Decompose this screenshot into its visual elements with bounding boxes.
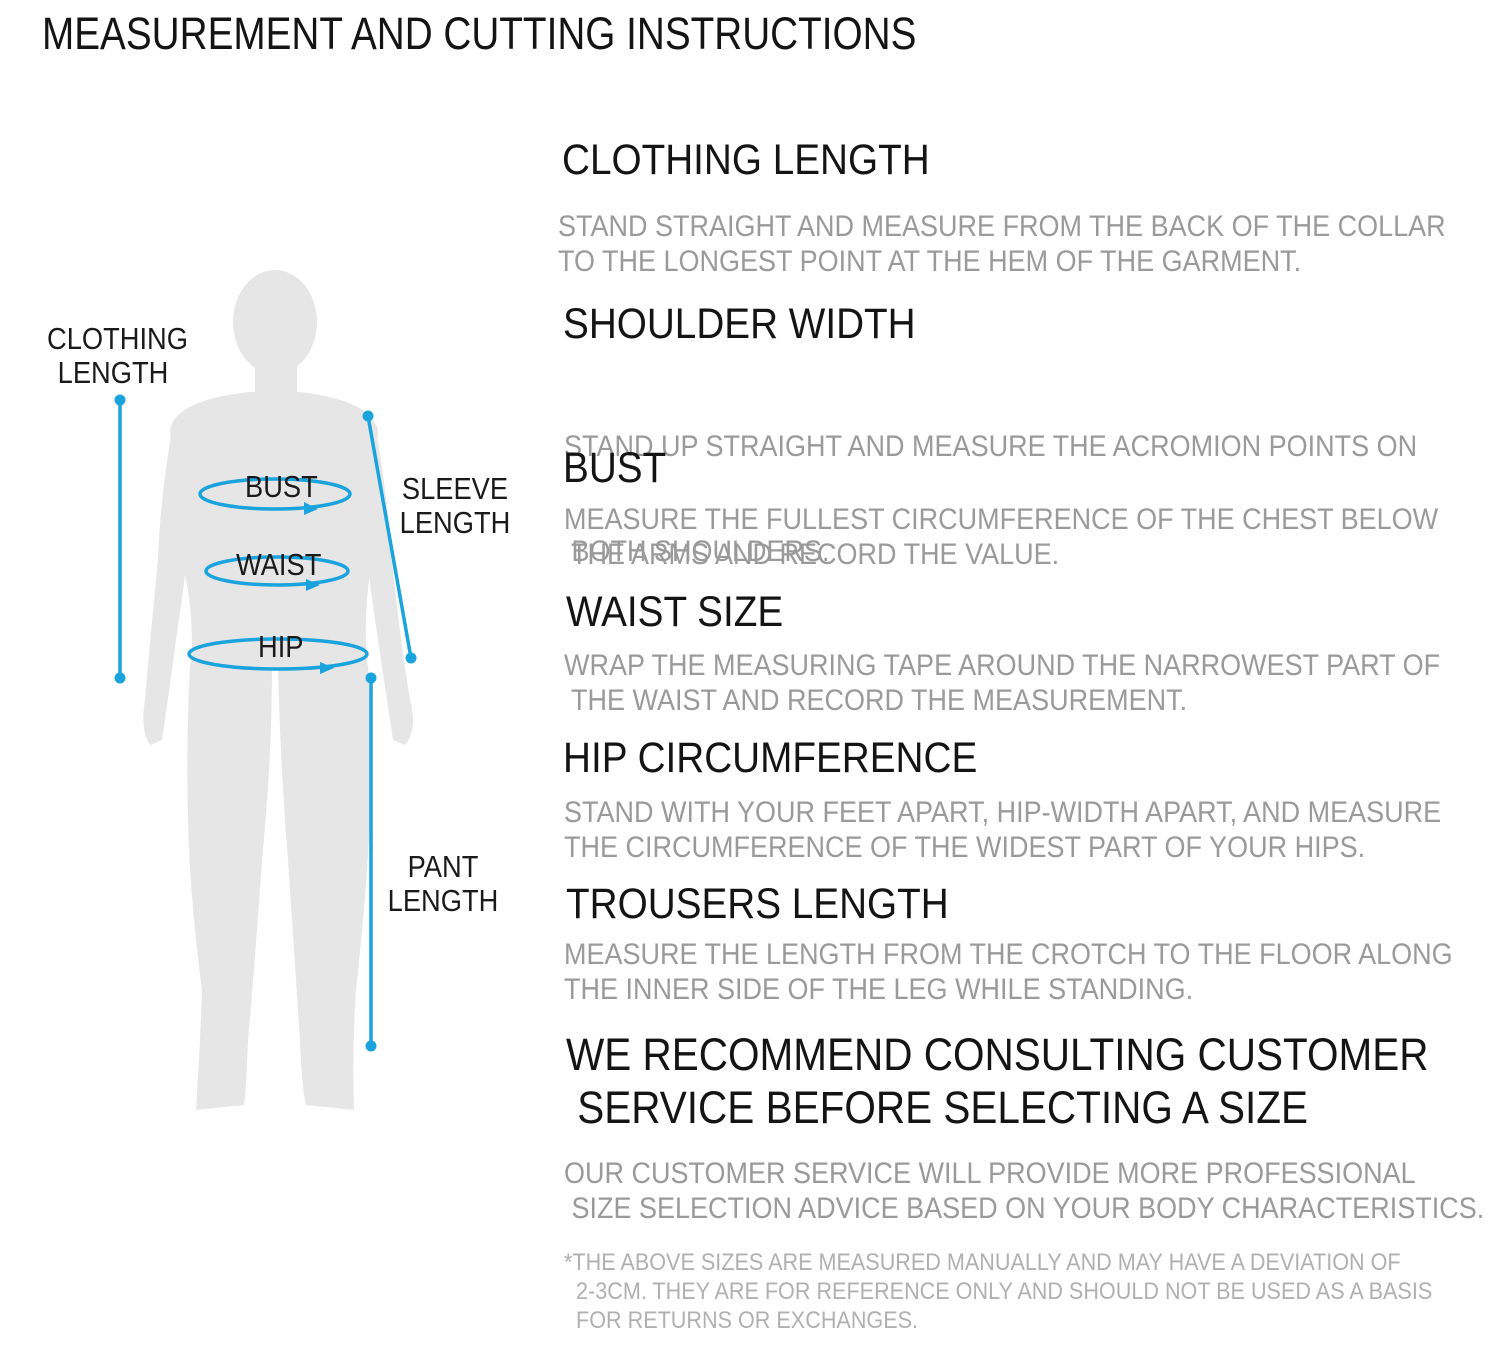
waist-size-heading: WAIST SIZE bbox=[566, 588, 784, 636]
note-line: FOR RETURNS OR EXCHANGES. bbox=[564, 1307, 919, 1334]
body-silhouette bbox=[143, 270, 414, 1110]
clothing-length-bottom-dot bbox=[114, 672, 126, 684]
shoulder-width-description: STAND UP STRAIGHT AND MEASURE THE ACROMI… bbox=[564, 359, 1417, 639]
hip-circumference-heading: HIP CIRCUMFERENCE bbox=[563, 734, 978, 782]
description-line: STAND STRAIGHT AND MEASURE FROM THE BACK… bbox=[558, 210, 1446, 243]
description-line: THE CIRCUMFERENCE OF THE WIDEST PART OF … bbox=[564, 831, 1366, 864]
clothing-length-description: STAND STRAIGHT AND MEASURE FROM THE BACK… bbox=[558, 209, 1446, 279]
description-line: STAND UP STRAIGHT AND MEASURE THE ACROMI… bbox=[564, 430, 1418, 463]
measure-points bbox=[114, 394, 417, 1052]
sleeve-length-label-line1: SLEEVE bbox=[401, 471, 509, 506]
pant-length-label: PANT LENGTH bbox=[386, 850, 500, 918]
pant-length-top-dot bbox=[365, 672, 377, 684]
shoulder-width-heading: SHOULDER WIDTH bbox=[563, 300, 916, 348]
measure-lines bbox=[118, 400, 413, 1046]
silhouette-left-arm bbox=[143, 430, 196, 745]
pant-length-bottom-dot bbox=[365, 1040, 377, 1052]
description-line: STAND WITH YOUR FEET APART, HIP-WIDTH AP… bbox=[564, 796, 1442, 829]
recommendation-description: OUR CUSTOMER SERVICE WILL PROVIDE MORE P… bbox=[564, 1156, 1484, 1226]
body-silhouette-diagram bbox=[114, 270, 417, 1110]
sleeve-length-bottom-dot bbox=[405, 652, 417, 664]
hip-ring bbox=[187, 637, 369, 671]
clothing-length-top-dot bbox=[114, 394, 126, 406]
bust-description: MEASURE THE FULLEST CIRCUMFERENCE OF THE… bbox=[564, 502, 1438, 572]
description-line: THE WAIST AND RECORD THE MEASUREMENT. bbox=[564, 684, 1188, 717]
waist-arrow bbox=[306, 579, 320, 591]
clothing-length-label-line2: LENGTH bbox=[57, 355, 169, 390]
sleeve-length-label: SLEEVE LENGTH bbox=[398, 472, 512, 540]
description-line: MEASURE THE LENGTH FROM THE CROTCH TO TH… bbox=[564, 938, 1453, 971]
description-line: OUR CUSTOMER SERVICE WILL PROVIDE MORE P… bbox=[564, 1157, 1416, 1190]
pant-length-label-line2: LENGTH bbox=[387, 883, 499, 918]
hip-arrow bbox=[320, 662, 334, 674]
description-line: THE INNER SIDE OF THE LEG WHILE STANDING… bbox=[564, 973, 1194, 1006]
sleeve-length-top-dot bbox=[362, 410, 374, 422]
note-line: 2-3CM. THEY ARE FOR REFERENCE ONLY AND S… bbox=[564, 1278, 1433, 1305]
silhouette-torso bbox=[170, 392, 378, 670]
silhouette-head bbox=[233, 270, 317, 374]
trousers-length-heading: TROUSERS LENGTH bbox=[566, 880, 949, 928]
recommendation-heading-line: WE RECOMMEND CONSULTING CUSTOMER bbox=[566, 1029, 1429, 1080]
description-line: MEASURE THE FULLEST CIRCUMFERENCE OF THE… bbox=[564, 503, 1439, 536]
recommendation-heading: WE RECOMMEND CONSULTING CUSTOMER SERVICE… bbox=[566, 1028, 1429, 1134]
recommendation-heading-line: SERVICE BEFORE SELECTING A SIZE bbox=[566, 1082, 1308, 1133]
body-measurement-figure: CLOTHING LENGTH BUST WAIST HIP SLEEVE LE… bbox=[0, 0, 540, 1351]
sleeve-length-line bbox=[366, 415, 413, 659]
hip-label: HIP bbox=[258, 629, 304, 664]
trousers-length-description: MEASURE THE LENGTH FROM THE CROTCH TO TH… bbox=[564, 937, 1453, 1007]
description-line: WRAP THE MEASURING TAPE AROUND THE NARRO… bbox=[564, 649, 1441, 682]
bust-arrow bbox=[304, 502, 318, 515]
note-line: *THE ABOVE SIZES ARE MEASURED MANUALLY A… bbox=[564, 1249, 1401, 1276]
bust-heading: BUST bbox=[563, 444, 667, 492]
description-line: BOTH SHOULDERS. bbox=[564, 535, 830, 568]
waist-size-description: WRAP THE MEASURING TAPE AROUND THE NARRO… bbox=[564, 648, 1440, 718]
clothing-length-label-line1: CLOTHING bbox=[47, 321, 188, 356]
silhouette-left-leg bbox=[187, 665, 272, 1110]
page-title: MEASUREMENT AND CUTTING INSTRUCTIONS bbox=[42, 8, 917, 59]
waist-ring bbox=[204, 555, 350, 587]
clothing-length-label: CLOTHING LENGTH bbox=[47, 321, 188, 390]
pant-length-label-line1: PANT bbox=[407, 849, 479, 884]
sleeve-length-label-line2: LENGTH bbox=[399, 505, 511, 540]
silhouette-right-leg bbox=[278, 665, 371, 1110]
bust-ring bbox=[198, 477, 352, 511]
description-line: SIZE SELECTION ADVICE BASED ON YOUR BODY… bbox=[564, 1192, 1485, 1225]
bust-label: BUST bbox=[245, 469, 318, 504]
clothing-length-heading: CLOTHING LENGTH bbox=[562, 136, 930, 184]
silhouette-right-arm bbox=[358, 430, 414, 745]
description-line: TO THE LONGEST POINT AT THE HEM OF THE G… bbox=[558, 245, 1302, 278]
waist-label: WAIST bbox=[236, 547, 322, 582]
disclaimer-note: *THE ABOVE SIZES ARE MEASURED MANUALLY A… bbox=[564, 1248, 1432, 1335]
description-line: THE ARMS AND RECORD THE VALUE. bbox=[564, 538, 1060, 571]
hip-circumference-description: STAND WITH YOUR FEET APART, HIP-WIDTH AP… bbox=[564, 795, 1441, 865]
